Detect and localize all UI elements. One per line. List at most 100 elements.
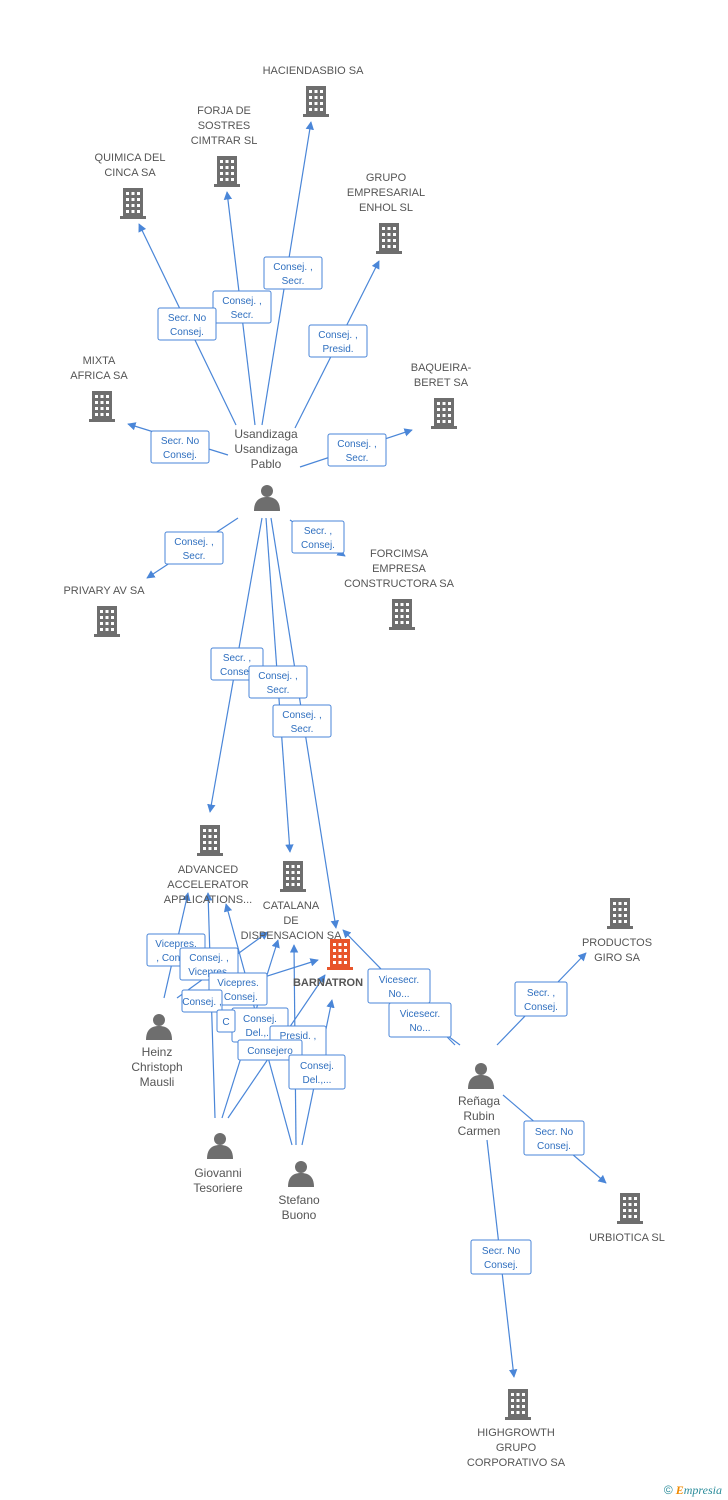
relation-text-line: Consej. — [170, 327, 204, 338]
person-label-renaga-line: Rubin — [463, 1109, 494, 1123]
company-label-baqueira-line: BERET SA — [414, 377, 469, 389]
relation-text-line: Consej. — [163, 450, 197, 461]
building-icon — [607, 898, 633, 929]
company-label-advanced-line: ACCELERATOR — [167, 879, 249, 891]
company-node-barnatron[interactable]: BARNATRON — [293, 939, 363, 989]
relation-label-r3[interactable]: Secr. No Consej. — [157, 307, 217, 341]
relation-text-line: Secr. No — [168, 313, 207, 324]
company-label-advanced-line: ADVANCED — [178, 864, 238, 876]
relation-text-line: Consej. , — [258, 671, 297, 682]
relation-label-r4[interactable]: Consej. ,Presid. — [308, 324, 368, 358]
relation-label-r6[interactable]: Consej. ,Secr. — [327, 433, 387, 467]
person-icon — [146, 1014, 172, 1040]
relation-text-line: Secr. , — [223, 653, 251, 664]
relation-label-r20[interactable]: Vicesecr.No... — [367, 968, 431, 1004]
company-node-privary[interactable]: PRIVARY AV SA — [63, 585, 145, 637]
relation-text-line: , Consej. — [156, 953, 195, 964]
person-icon — [468, 1063, 494, 1089]
relation-text-line: Secr. — [231, 310, 254, 321]
relation-text-line: Consej. — [484, 1260, 518, 1271]
company-label-highgrowth-line: HIGHGROWTH — [477, 1427, 555, 1439]
company-label-privary-line: PRIVARY AV SA — [63, 585, 145, 597]
company-label-mixta-line: MIXTA — [83, 355, 116, 367]
relation-label-r7[interactable]: Consej. ,Secr. — [164, 531, 224, 565]
building-icon — [197, 825, 223, 856]
person-label-usandizaga-line: Pablo — [251, 457, 282, 471]
relation-box — [216, 1009, 236, 1033]
relation-text: Secr. ,Consej. — [301, 526, 335, 551]
company-label-enhol-line: ENHOL SL — [359, 202, 413, 214]
person-icon — [288, 1161, 314, 1187]
building-icon — [89, 391, 115, 422]
relation-box — [157, 307, 217, 341]
relation-box — [514, 981, 568, 1017]
relation-label-r22[interactable]: Secr. ,Consej. — [514, 981, 568, 1017]
company-node-haciendasbio[interactable]: HACIENDASBIO SA — [263, 65, 365, 117]
person-label-usandizaga-line: Usandizaga — [234, 442, 298, 456]
relation-label-r21[interactable]: Vicesecr.No... — [388, 1002, 452, 1038]
relation-label-r15[interactable]: Consej. , — [181, 989, 223, 1013]
relation-text-line: Presid. , — [280, 1031, 317, 1042]
company-label-enhol-line: EMPRESARIAL — [347, 187, 425, 199]
relation-label-r25[interactable]: C — [216, 1009, 236, 1033]
relation-label-r8[interactable]: Secr. ,Consej. — [291, 520, 345, 554]
relation-box — [388, 1002, 452, 1038]
company-label-quimica-line: CINCA SA — [104, 167, 156, 179]
person-label-renaga-line: Carmen — [458, 1124, 501, 1138]
relation-text: Consej. ,Secr. — [222, 296, 261, 321]
relation-label-r24[interactable]: Secr. No Consej. — [470, 1239, 532, 1275]
company-node-urbiotica[interactable]: URBIOTICA SL — [589, 1193, 665, 1244]
company-label-forcimsa-line: FORCIMSA — [370, 548, 429, 560]
relation-label-r10[interactable]: Consej. ,Secr. — [248, 665, 308, 699]
relation-label-r18[interactable]: Consejero — [237, 1039, 303, 1061]
company-node-baqueira[interactable]: BAQUEIRA-BERET SA — [411, 362, 472, 429]
company-label-barnatron-line: BARNATRON — [293, 977, 363, 989]
person-icon — [254, 485, 280, 511]
relation-text: Consej. , — [182, 997, 221, 1008]
relation-text: Consej. ,Secr. — [282, 710, 321, 735]
relation-text-line: Vicesecr. — [379, 975, 419, 986]
relation-label-r1[interactable]: Consej. ,Secr. — [263, 256, 323, 290]
company-label-baqueira: BAQUEIRA-BERET SA — [411, 362, 472, 389]
relation-label-r11[interactable]: Consej. ,Secr. — [272, 704, 332, 738]
person-label-heinz-line: Heinz — [142, 1045, 173, 1059]
relation-text-line: Vicepres. — [188, 967, 230, 978]
relation-text-line: C — [222, 1017, 229, 1028]
company-label-forcimsa-line: EMPRESA — [372, 563, 426, 575]
person-icon — [207, 1133, 233, 1159]
relation-text-line: Secr. No — [482, 1246, 521, 1257]
relation-label-r19[interactable]: Consej.Del.,... — [288, 1054, 346, 1090]
relation-text-line: Consej. , — [189, 953, 228, 964]
relation-text: Consej. ,Secr. — [258, 671, 297, 696]
building-icon — [327, 939, 353, 970]
relation-label-r13[interactable]: Consej. , Vicepres. — [179, 947, 239, 981]
relation-label-r14[interactable]: Vicepres., Consej. — [208, 972, 268, 1006]
relation-text: C — [222, 1017, 229, 1028]
company-label-forja-line: CIMTRAR SL — [191, 135, 258, 147]
relation-label-r2[interactable]: Consej. ,Secr. — [212, 290, 272, 324]
